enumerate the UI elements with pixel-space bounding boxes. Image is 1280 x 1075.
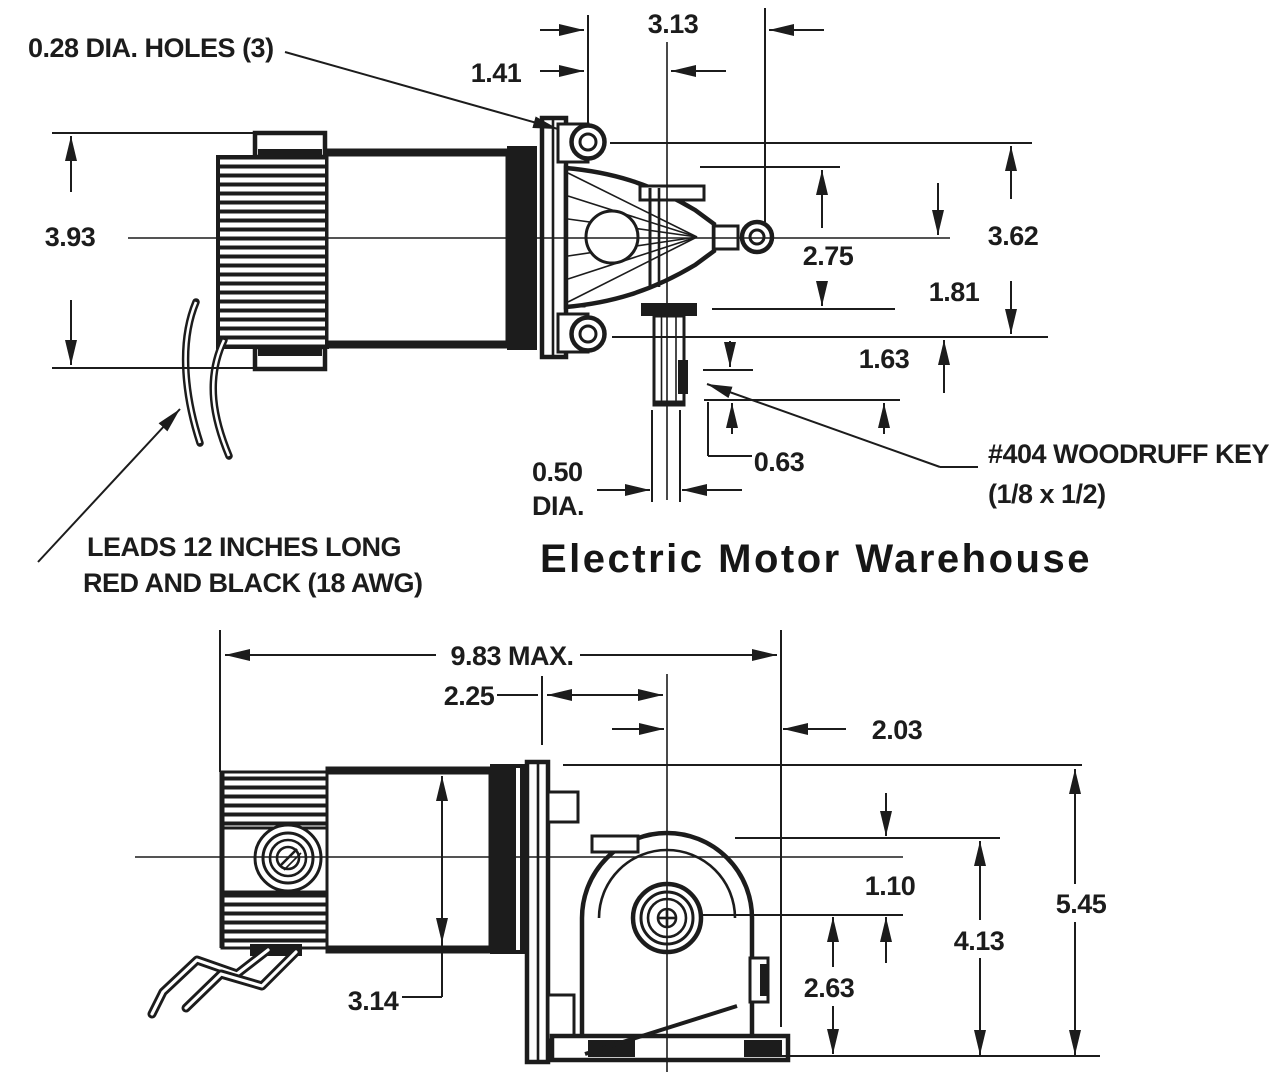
plate-step bbox=[546, 790, 580, 824]
top-view: 0.28 DIA. HOLES (3) 3.13 1.41 3.93 2.75 … bbox=[28, 8, 1270, 598]
woodruff-key-label-2: (1/8 x 1/2) bbox=[988, 479, 1106, 509]
bottom-mount-hole bbox=[578, 324, 598, 344]
brand-text: Electric Motor Warehouse bbox=[540, 537, 1092, 581]
rear-bearing-ring2 bbox=[268, 838, 308, 878]
woodruff-key-label-1: #404 WOODRUFF KEY bbox=[988, 439, 1270, 469]
dim-393: 3.93 bbox=[45, 222, 96, 252]
lead-wires-end bbox=[147, 945, 301, 1019]
bottom-view: 9.83 MAX. 2.25 2.03 3.14 1.10 2.63 4.13 … bbox=[135, 630, 1107, 1072]
motor-side-view bbox=[216, 130, 537, 372]
holes-leader-arrow bbox=[284, 51, 559, 130]
side-tab-dark bbox=[760, 964, 768, 996]
dim-181: 1.81 bbox=[929, 277, 980, 307]
motor-shell bbox=[325, 148, 509, 349]
dim-263: 2.63 bbox=[804, 973, 855, 1003]
shaft-dia-label-1: 0.50 bbox=[532, 457, 583, 487]
key-leader-arrow bbox=[706, 383, 941, 468]
dim-313: 3.13 bbox=[648, 9, 699, 39]
motor-bottom-lug-shadow bbox=[258, 348, 322, 356]
eyelet-hole bbox=[748, 228, 766, 246]
dim-413: 4.13 bbox=[954, 926, 1005, 956]
dim-225: 2.25 bbox=[444, 681, 495, 711]
bottom-view-dimension-arrows bbox=[225, 649, 1081, 1055]
bearing-hatch bbox=[283, 852, 302, 871]
base-foot bbox=[588, 1040, 635, 1057]
top-view-reference-lines bbox=[52, 8, 1048, 502]
dim-275: 2.75 bbox=[803, 241, 854, 271]
dim-163: 1.63 bbox=[859, 344, 910, 374]
gear-hub-boss bbox=[584, 209, 640, 265]
shaft-collar bbox=[641, 303, 697, 316]
plate-step bbox=[546, 993, 576, 1042]
wire-red-core bbox=[184, 950, 298, 1010]
leads-label-1: LEADS 12 INCHES LONG bbox=[87, 532, 401, 562]
motor-rear-fins bbox=[216, 155, 329, 349]
base-foot bbox=[744, 1040, 782, 1057]
front-ring-end bbox=[490, 764, 527, 954]
dim-362: 3.62 bbox=[988, 221, 1039, 251]
motor-front-ring bbox=[507, 146, 537, 350]
wire-red-core bbox=[211, 339, 231, 457]
dome-top-tab bbox=[590, 834, 640, 854]
motor-end-view bbox=[219, 764, 527, 956]
dim-063: 0.63 bbox=[754, 447, 805, 477]
rear-bearing-center bbox=[275, 845, 301, 871]
shaft-dia-label-2: DIA. bbox=[532, 491, 584, 521]
front-ring-stripe bbox=[516, 768, 520, 950]
dim-314: 3.14 bbox=[348, 986, 399, 1016]
top-view-dimension-arrows bbox=[37, 24, 1017, 563]
dim-110: 1.10 bbox=[865, 871, 916, 901]
dim-545: 5.45 bbox=[1056, 889, 1107, 919]
leads-leader-arrow bbox=[37, 408, 181, 563]
motor-top-lug-shadow bbox=[258, 149, 322, 157]
rear-fins-top bbox=[220, 770, 329, 830]
dim-141: 1.41 bbox=[471, 58, 522, 88]
rear-fins-bottom bbox=[220, 890, 329, 950]
gearbox-side-view bbox=[539, 115, 775, 407]
motor-shell-end bbox=[325, 766, 492, 954]
woodruff-key bbox=[678, 360, 688, 394]
bearing-cap bbox=[638, 184, 706, 202]
lead-wires bbox=[181, 298, 233, 460]
dim-203: 2.03 bbox=[872, 715, 923, 745]
top-mount-hole bbox=[578, 132, 598, 152]
gearbox-end-view bbox=[524, 759, 791, 1065]
wire-black-core bbox=[150, 948, 270, 1016]
dim-983: 9.83 MAX. bbox=[450, 641, 573, 671]
base-brace bbox=[584, 1004, 738, 1056]
holes-label: 0.28 DIA. HOLES (3) bbox=[28, 33, 274, 63]
leads-label-2: RED AND BLACK (18 AWG) bbox=[83, 568, 423, 598]
wire-black-core bbox=[184, 301, 202, 444]
